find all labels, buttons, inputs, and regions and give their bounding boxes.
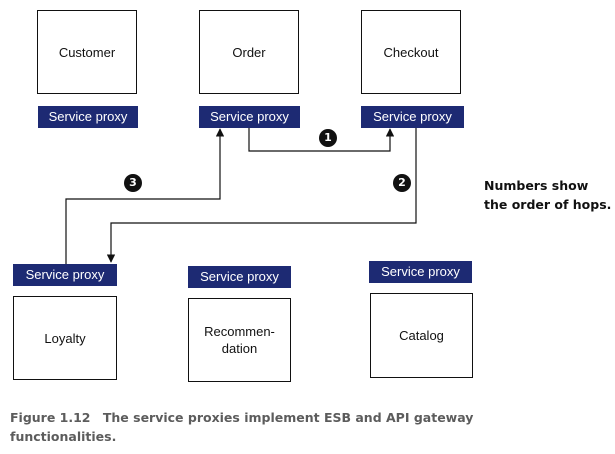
order-proxy-label: Service proxy (210, 109, 289, 124)
checkout-service-proxy: Service proxy (361, 106, 464, 128)
hop-2-connector (106, 128, 417, 263)
catalog-service-label: Catalog (399, 328, 444, 343)
catalog-service-proxy: Service proxy (369, 261, 472, 283)
customer-service-proxy: Service proxy (38, 106, 138, 128)
recommendation-service-label-line1: Recommen- (204, 324, 275, 339)
checkout-service-box: Checkout (361, 10, 461, 94)
hop-order-note-line2: the order of hops. (484, 197, 612, 212)
figure-caption-text-line2: functionalities. (10, 429, 117, 444)
order-service-box: Order (199, 10, 299, 94)
customer-service-label: Customer (58, 44, 116, 60)
order-service-proxy: Service proxy (199, 106, 300, 128)
recommendation-service-label-line2: dation (221, 341, 258, 356)
figure-caption: Figure 1.12 The service proxies implemen… (10, 408, 570, 446)
hop-2-badge: 2 (393, 174, 411, 192)
customer-service-box: Customer (37, 10, 137, 94)
checkout-proxy-label: Service proxy (373, 109, 452, 124)
figure-caption-number: Figure 1.12 (10, 410, 91, 425)
recommendation-proxy-label: Service proxy (200, 269, 279, 284)
hop-1-badge: 1 (319, 129, 337, 147)
hop-order-note: Numbers show the order of hops. (484, 176, 614, 214)
loyalty-service-box: Loyalty (13, 296, 117, 380)
figure-caption-text-line1: The service proxies implement ESB and AP… (102, 410, 474, 425)
hop-order-note-line1: Numbers show (484, 178, 589, 193)
recommendation-service-proxy: Service proxy (188, 266, 291, 288)
order-service-label: Order (232, 44, 266, 60)
checkout-service-label: Checkout (383, 44, 439, 60)
loyalty-service-label: Loyalty (44, 330, 86, 346)
hop-1-connector (248, 128, 395, 152)
loyalty-proxy-label: Service proxy (25, 267, 105, 282)
catalog-proxy-label: Service proxy (381, 264, 460, 279)
hop-3-badge: 3 (124, 174, 142, 192)
loyalty-service-proxy: Service proxy (13, 264, 117, 286)
recommendation-service-box: Recommen- dation (188, 298, 291, 382)
customer-proxy-label: Service proxy (48, 109, 128, 124)
catalog-service-box: Catalog (370, 293, 473, 378)
hop-3-connector (65, 128, 225, 264)
